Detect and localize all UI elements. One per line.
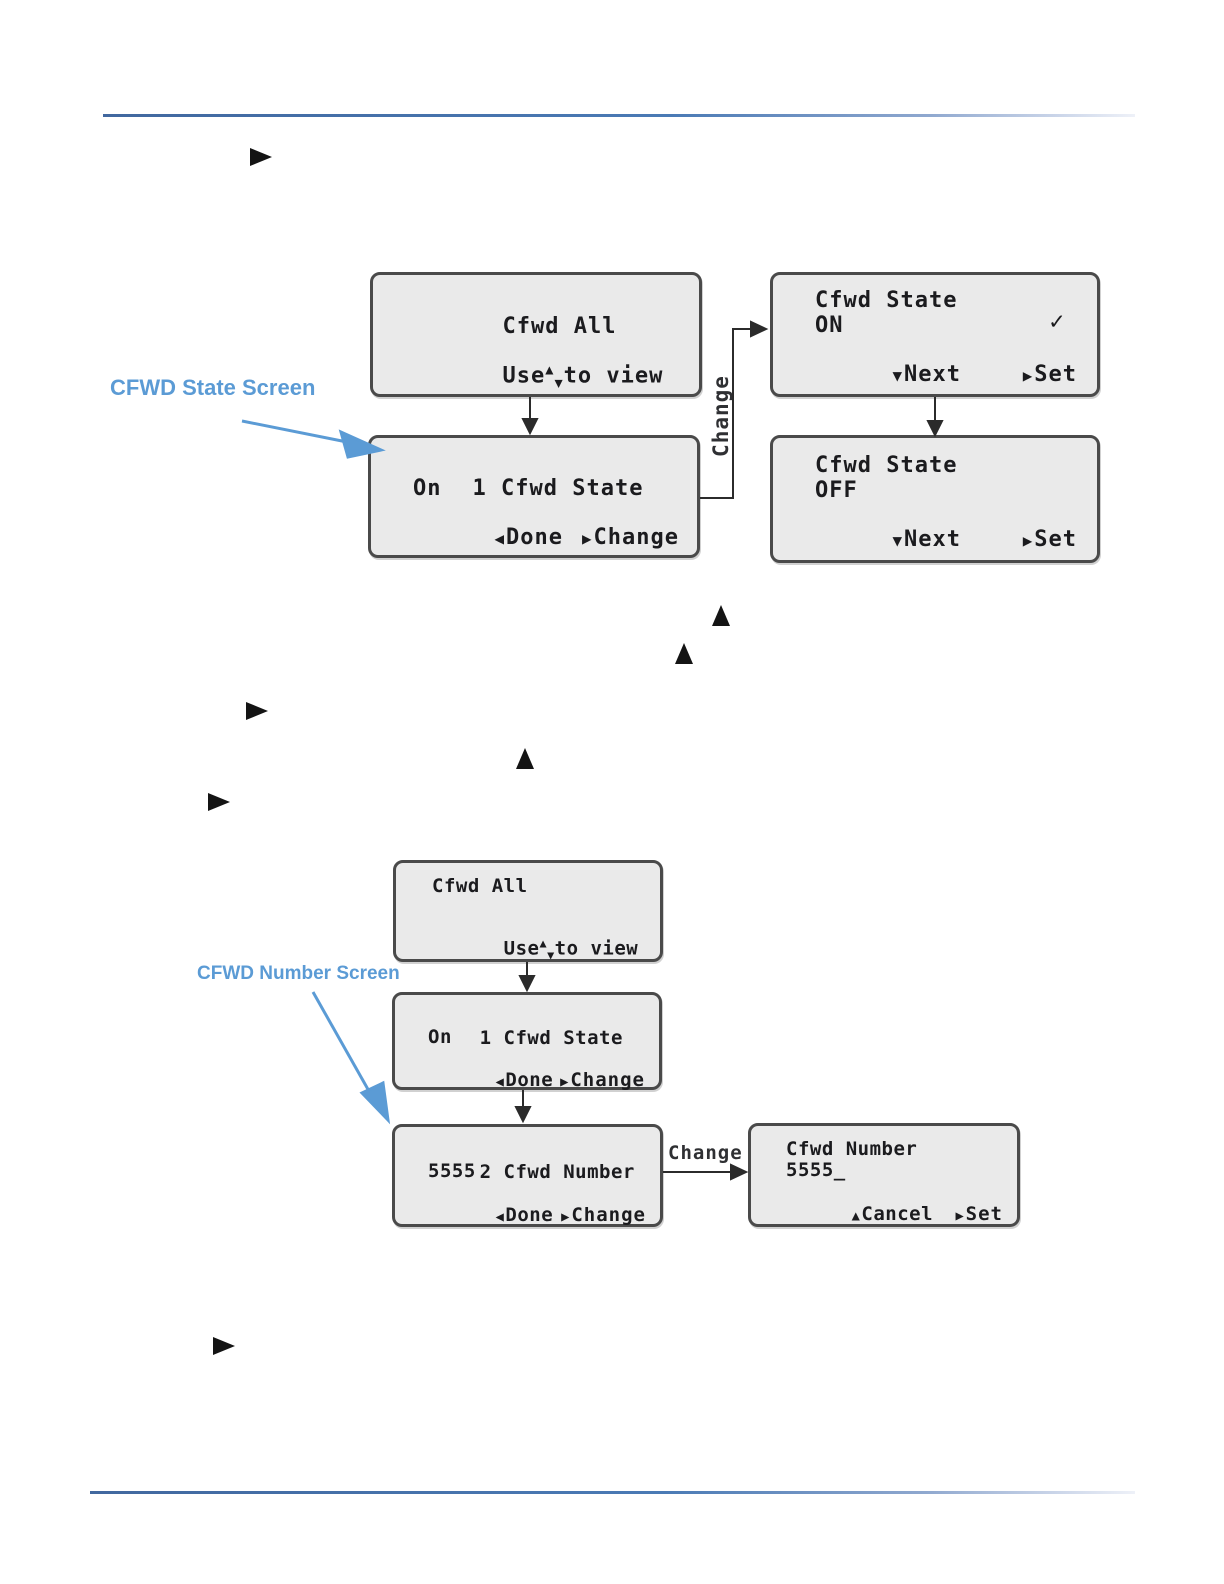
up-arrow-key-icon: ▲ <box>539 936 548 950</box>
right-softkey-icon: ▶ <box>1022 366 1034 385</box>
screen-cfwd-state-off: Cfwd State OFF ▼Next ▶Set <box>770 435 1100 563</box>
softkey-set: ▶Set <box>955 1203 1003 1225</box>
screen-line: On <box>428 1026 452 1048</box>
flow-arrows <box>514 320 944 1181</box>
screen-line: 1 Cfwd State <box>472 476 644 501</box>
left-softkey-icon: ◀ <box>495 1209 505 1225</box>
softkey-next: ▼Next <box>892 362 961 387</box>
right-softkey-icon: ▶ <box>955 1208 965 1224</box>
softkey-set: ▶Set <box>1022 362 1077 387</box>
screen-line: Cfwd State <box>815 288 958 313</box>
up-arrow-key-icon <box>675 643 693 664</box>
right-softkey-icon: ▶ <box>561 1209 571 1225</box>
softkey-set: ▶Set <box>1022 527 1077 552</box>
up-arrow-key-icon <box>712 605 730 626</box>
softkey-done: ◀Done <box>495 1069 554 1091</box>
change-horizontal-label: Change <box>668 1142 743 1164</box>
down-softkey-icon: ▼ <box>892 366 904 385</box>
left-softkey-icon: ◀ <box>495 1074 505 1090</box>
bullet-arrow-icon <box>246 702 268 720</box>
bottom-rule <box>90 1491 1135 1494</box>
screen-line: OFF <box>815 478 858 503</box>
screen-cfwd-state-menu-2: 1 Cfwd State On ◀Done ▶Change <box>392 992 662 1091</box>
bullet-arrow-icon <box>208 793 230 811</box>
softkey-change: ▶Change <box>581 525 679 550</box>
screen-line: 5555 <box>428 1160 476 1182</box>
right-softkey-icon: ▶ <box>581 529 593 548</box>
left-softkey-icon: ◀ <box>494 529 506 548</box>
bullet-arrow-icon <box>213 1337 235 1355</box>
up-arrow-key-icon <box>516 748 534 769</box>
screen-line: On <box>413 476 442 501</box>
screen-line: Use▲▼to view <box>503 936 639 963</box>
softkey-done: ◀Done <box>494 525 563 550</box>
screen-line: Cfwd All <box>432 875 528 897</box>
screen-cfwd-number-menu: 2 Cfwd Number 5555 ◀Done ▶Change <box>392 1124 663 1227</box>
screen-line: 2 Cfwd Number <box>479 1161 635 1183</box>
screen-cfwd-all-2: Cfwd All Use▲▼to view <box>393 860 663 962</box>
screen-line: Use▲▼to view <box>502 362 664 392</box>
screen-line: Cfwd State <box>815 453 958 478</box>
softkey-change: ▶Change <box>560 1069 645 1091</box>
down-arrow-key-icon: ▼ <box>547 948 555 963</box>
softkey-done: ◀Done <box>495 1204 554 1226</box>
screen-line: 5555_ <box>786 1159 846 1181</box>
right-softkey-icon: ▶ <box>560 1074 570 1090</box>
cfwd-number-screen-label: CFWD Number Screen <box>197 963 400 984</box>
check-icon: ✓ <box>1049 307 1065 335</box>
down-arrow-key-icon: ▼ <box>554 375 564 392</box>
right-softkey-icon: ▶ <box>1022 531 1034 550</box>
softkey-change: ▶Change <box>561 1204 646 1226</box>
top-rule <box>103 114 1135 117</box>
screen-cfwd-number-edit: Cfwd Number 5555_ ▲Cancel ▶Set <box>748 1123 1020 1227</box>
screen-cfwd-all: Cfwd All Use▲▼to view <box>370 272 702 397</box>
callout-arrows <box>241 419 391 1125</box>
screen-line: 1 Cfwd State <box>479 1027 623 1049</box>
softkey-cancel: ▲Cancel <box>851 1203 934 1225</box>
down-softkey-icon: ▼ <box>892 531 904 550</box>
bullet-arrow-icon <box>250 148 272 166</box>
up-arrow-key-icon: ▲ <box>545 362 555 378</box>
screen-line: ON <box>815 313 844 338</box>
up-softkey-icon: ▲ <box>851 1208 861 1224</box>
cfwd-state-screen-label: CFWD State Screen <box>110 375 316 400</box>
screen-line: Cfwd All <box>502 314 617 339</box>
softkey-next: ▼Next <box>892 527 961 552</box>
screen-line: Cfwd Number <box>786 1138 918 1160</box>
screen-cfwd-state-menu: 1 Cfwd State On ◀Done ▶Change <box>368 435 700 558</box>
screen-cfwd-state-on: Cfwd State ON ✓ ▼Next ▶Set <box>770 272 1100 397</box>
